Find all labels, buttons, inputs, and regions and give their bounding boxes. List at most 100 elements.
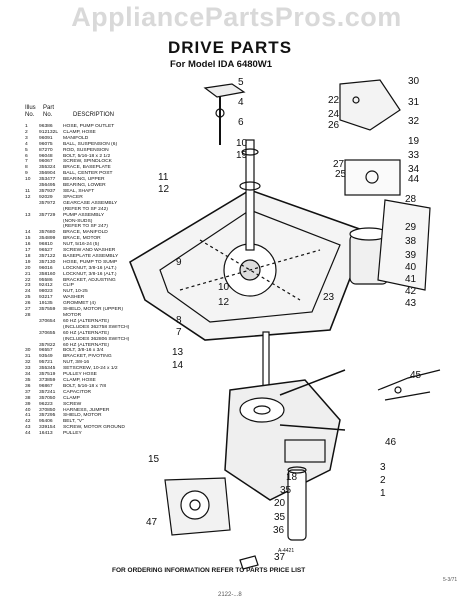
- parts-row-description: CLAMP, HOSE: [63, 129, 96, 135]
- callout-number: 40: [405, 262, 417, 273]
- callout-number: 35: [274, 512, 286, 523]
- pulley: [239, 397, 285, 423]
- callout-number: 31: [408, 97, 420, 108]
- parts-row-part-number: 357937: [39, 188, 56, 194]
- callout-number: 38: [405, 236, 417, 247]
- parts-row-number: 8: [25, 165, 28, 171]
- parts-row-number: 33: [25, 366, 31, 372]
- parts-row-description: BRACKET, PIVOTING: [63, 354, 112, 360]
- parts-row-description: CLAMP: [63, 395, 80, 401]
- callout-number: 30: [408, 76, 420, 87]
- callout-number: 36: [273, 525, 285, 536]
- parts-row-part-number: 96016: [39, 265, 53, 271]
- callout-number: 4: [238, 97, 244, 108]
- parts-row-description: CAPACITOR: [63, 389, 92, 395]
- parts-row-part-number: 354899: [39, 236, 56, 242]
- parts-row: 38 357050 CLAMP: [25, 396, 183, 402]
- parts-row: (INCLUDES 362806 SWITCH): [25, 337, 183, 343]
- header-illus: Illus: [25, 105, 36, 111]
- parts-row-part-number: 357050: [39, 395, 56, 401]
- parts-row-number: 38: [25, 395, 31, 401]
- callout-number: 15: [148, 454, 160, 465]
- parts-row-description: (REFER TO SF 242): [63, 206, 108, 212]
- parts-row-description: SCREW, MOTOR GROUND: [63, 425, 125, 431]
- parts-row-number: 32: [25, 360, 31, 366]
- parts-row-number: 24: [25, 289, 31, 295]
- callout-number: 47: [146, 517, 158, 528]
- parts-row-part-number: 96386: [39, 124, 53, 129]
- parts-row-part-number: 370655: [39, 330, 56, 336]
- parts-row-number: 44: [25, 431, 31, 437]
- parts-row-part-number: 95406: [39, 419, 53, 425]
- parts-row-description: PUMP ASSEMBLY: [63, 212, 105, 218]
- parts-row-description: HOSE, PUMP OUTLET: [63, 124, 115, 129]
- parts-row-part-number: 93549: [39, 354, 53, 360]
- parts-row: (NON-SUDS): [25, 219, 183, 225]
- callout-number: 24: [328, 109, 340, 120]
- parts-row-number: 13: [25, 212, 31, 218]
- parts-row-description: BRACE, MANIFOLD: [63, 230, 108, 236]
- parts-row-number: 22: [25, 277, 31, 283]
- page-subtitle: For Model IDA 6480W1: [170, 59, 273, 70]
- callout-number: 45: [410, 370, 422, 381]
- parts-row-number: 35: [25, 377, 31, 383]
- callout-number: 1: [380, 488, 386, 499]
- parts-row-number: 41: [25, 413, 31, 419]
- parts-row-number: 5: [25, 147, 28, 153]
- parts-row-part-number: 96557: [39, 348, 53, 354]
- parts-row-part-number: 357241: [39, 389, 56, 395]
- callout-number: 23: [323, 292, 335, 303]
- parts-row-number: 14: [25, 230, 31, 236]
- upper-bracket: [203, 83, 246, 98]
- center-shaft: [245, 139, 255, 251]
- callout-number: 46: [385, 437, 397, 448]
- parts-row-number: 6: [25, 153, 28, 159]
- parts-row-description: CLIP: [63, 283, 74, 289]
- parts-row-number: 39: [25, 401, 31, 407]
- callout-number: 5: [238, 77, 244, 88]
- parts-row-part-number: 370654: [39, 318, 56, 324]
- callout-number: 25: [335, 169, 347, 180]
- parts-row-part-number: 96067: [39, 159, 53, 165]
- parts-row-part-number: 92412: [39, 283, 53, 289]
- parts-row-part-number: 357130: [39, 259, 56, 265]
- parts-row-number: 25: [25, 295, 31, 301]
- parts-row-part-number: 93217: [39, 295, 53, 301]
- parts-row-part-number: 356904: [39, 171, 56, 177]
- parts-row-part-number: 353477: [39, 177, 56, 183]
- callout-number: 33: [408, 150, 420, 161]
- parts-row-description: PULLEY HOSE: [63, 372, 97, 378]
- parts-row-part-number: 19135: [39, 301, 53, 307]
- callout-number: 44: [408, 174, 420, 185]
- header-part: Part: [43, 105, 55, 111]
- parts-row-part-number: 357729: [39, 212, 56, 218]
- callout-number: 10: [236, 138, 248, 149]
- parts-row-number: 21: [25, 271, 31, 277]
- callout-number: 8: [176, 315, 182, 326]
- parts-row-part-number: 357680: [39, 230, 56, 236]
- parts-row: (REFER TO SF 242): [25, 207, 183, 213]
- parts-row-part-number: 96048: [39, 153, 53, 159]
- callout-number: 18: [286, 472, 298, 483]
- parts-row-number: 7: [25, 159, 28, 165]
- parts-row-part-number: 357122: [39, 253, 56, 259]
- parts-row-number: 34: [25, 372, 31, 378]
- callout-number: 35: [280, 485, 292, 496]
